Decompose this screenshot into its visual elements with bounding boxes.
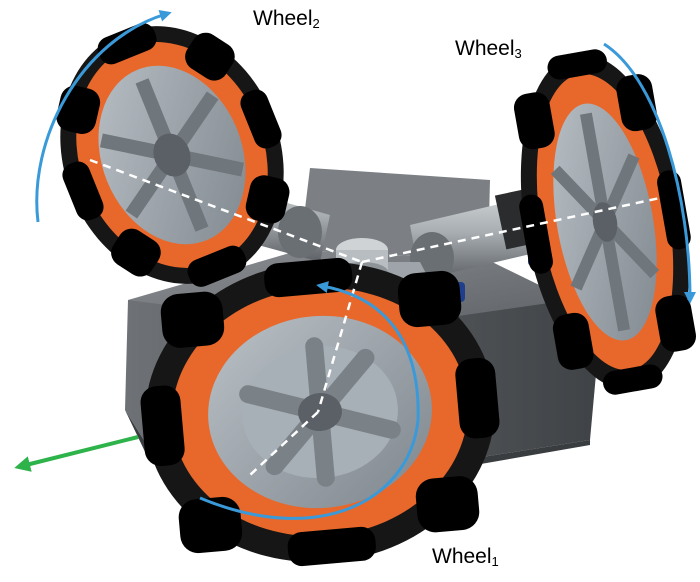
wheel2-label-text: Wheel — [253, 7, 313, 30]
wheel2-label-subscript: 2 — [312, 16, 320, 31]
wheel1-label-subscript: 1 — [491, 554, 499, 569]
rotation-arrow-wheel3 — [603, 42, 696, 304]
omni-wheel-3 — [513, 49, 697, 395]
omni-wheel-1 — [140, 257, 500, 567]
wheel1-label-text: Wheel — [432, 545, 492, 568]
axis-line-wheel3 — [361, 196, 661, 264]
rotation-arrow-wheel1 — [199, 281, 420, 520]
wheel3-label-subscript: 3 — [514, 46, 522, 61]
axis-line-wheel2 — [89, 158, 363, 264]
wheel2-label: Wheel2 — [253, 8, 320, 30]
omni-wheel-2 — [56, 23, 290, 287]
axis-line-wheel1 — [316, 261, 364, 413]
rotation-arrow-wheel2 — [35, 9, 172, 223]
wheel-axis-lines — [89, 158, 661, 476]
wheel3-label-text: Wheel — [455, 37, 515, 60]
axis-line-wheel1-ext — [249, 411, 319, 476]
wheel3-label: Wheel3 — [455, 38, 522, 60]
motion-direction-arrow — [14, 435, 139, 472]
wheel1-label: Wheel1 — [432, 546, 499, 568]
rotation-arrows — [35, 9, 696, 520]
